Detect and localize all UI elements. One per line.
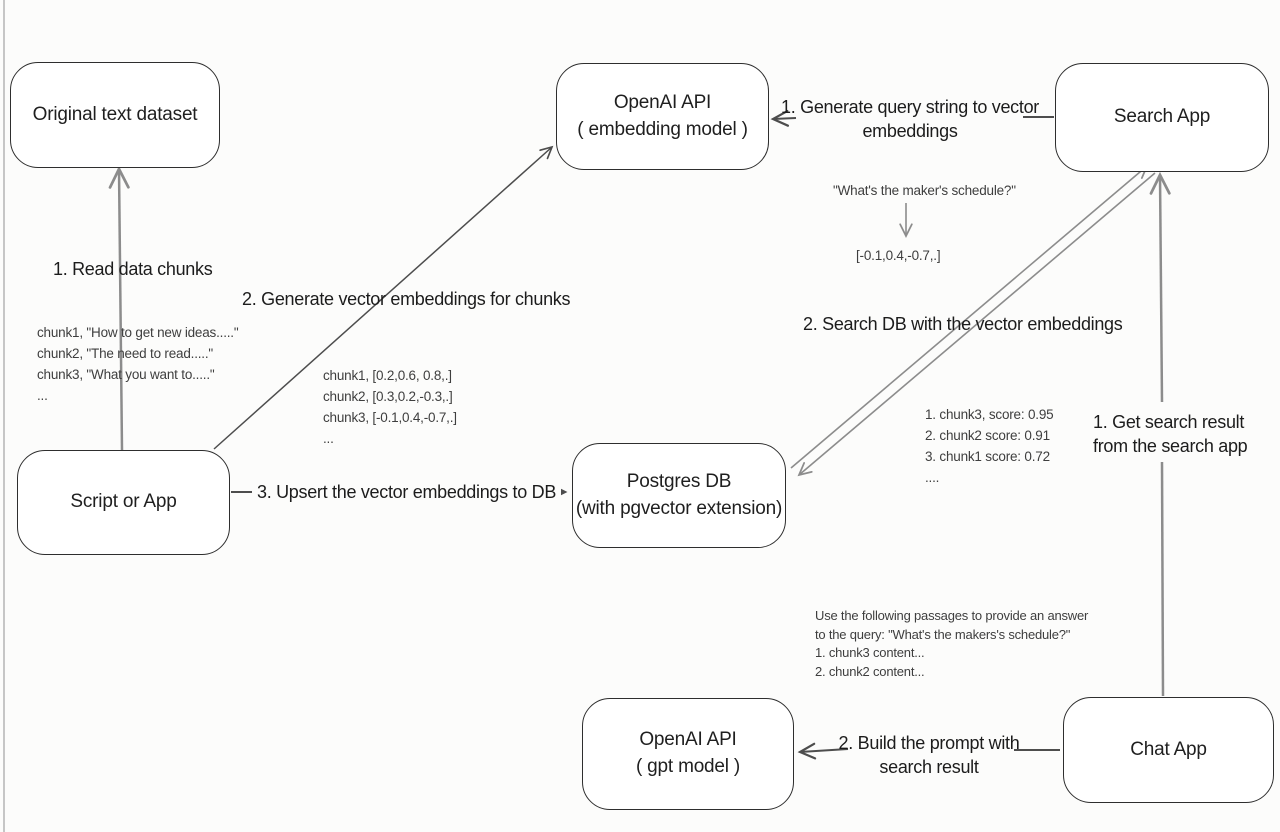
box-original-text-dataset: Original text dataset bbox=[10, 62, 220, 168]
arrow-label-build-prompt: 2. Build the prompt with search result bbox=[839, 731, 1020, 779]
annotation-chunk-vectors-line4: ... bbox=[323, 431, 334, 446]
annotation-chunk-texts-line3: chunk3, "What you want to....." bbox=[37, 367, 215, 382]
annotation-chunk-vectors-line3: chunk3, [-0.1,0.4,-0.7,.] bbox=[323, 410, 457, 425]
arrow-label-get-search-result-line2: from the search app bbox=[1093, 436, 1248, 456]
box-postgres-db-title: Postgres DB bbox=[626, 470, 732, 492]
annotation-chunk-texts-line4: ... bbox=[37, 388, 48, 403]
annotation-chunk-texts: chunk1, "How to get new ideas....." chun… bbox=[37, 322, 239, 406]
box-original-text-dataset-label: Original text dataset bbox=[32, 103, 198, 125]
annotation-query-vector: [-0.1,0.4,-0.7,.] bbox=[856, 248, 941, 263]
box-script-or-app: Script or App bbox=[17, 450, 230, 555]
box-search-app: Search App bbox=[1055, 63, 1269, 172]
annotation-search-scores-line2: 2. chunk2 score: 0.91 bbox=[925, 428, 1050, 443]
box-openai-gpt-title: OpenAI API bbox=[639, 729, 737, 751]
annotation-query-string: "What's the maker's schedule?" bbox=[833, 183, 1016, 198]
box-postgres-db-subtitle: (with pgvector extension) bbox=[575, 497, 783, 519]
arrow-label-get-search-result-line1: 1. Get search result bbox=[1093, 412, 1245, 432]
annotation-prompt-text: Use the following passages to provide an… bbox=[815, 607, 1088, 681]
arrow-label-search-db: 2. Search DB with the vector embeddings bbox=[803, 314, 1123, 334]
annotation-chunk-vectors-line2: chunk2, [0.3,0.2,-0.3,.] bbox=[323, 389, 453, 404]
arrow-label-read-data-chunks: 1. Read data chunks bbox=[53, 259, 213, 279]
arrow-label-upsert-to-db: 3. Upsert the vector embeddings to DB bbox=[252, 480, 562, 504]
annotation-chunk-texts-line1: chunk1, "How to get new ideas....." bbox=[37, 325, 239, 340]
arrow-generate-embeddings bbox=[213, 145, 554, 450]
annotation-search-scores-line3: 3. chunk1 score: 0.72 bbox=[925, 449, 1050, 464]
arrow-label-get-search-result: 1. Get search result from the search app bbox=[1093, 410, 1248, 458]
arrow-get-search-result bbox=[1149, 171, 1171, 697]
arrow-read-data-chunks bbox=[108, 165, 130, 451]
annotation-prompt-text-line3: 1. chunk3 content... bbox=[815, 645, 925, 660]
box-postgres-db: Postgres DB (with pgvector extension) bbox=[572, 443, 786, 548]
annotation-search-scores-line1: 1. chunk3, score: 0.95 bbox=[925, 407, 1054, 422]
arrow-label-build-prompt-line2: search result bbox=[879, 757, 979, 777]
arrow-build-prompt bbox=[797, 742, 1060, 760]
box-chat-app-label: Chat App bbox=[1130, 738, 1207, 760]
arrow-label-query-to-embedding-line2: embeddings bbox=[862, 121, 958, 141]
arrow-query-to-embedding bbox=[770, 109, 1054, 127]
annotation-prompt-text-line1: Use the following passages to provide an… bbox=[815, 608, 1089, 623]
box-search-app-label: Search App bbox=[1113, 106, 1211, 128]
arrow-label-build-prompt-line1: 2. Build the prompt with bbox=[838, 733, 1020, 753]
annotation-search-scores-line4: .... bbox=[925, 470, 940, 485]
annotation-chunk-vectors: chunk1, [0.2,0.6, 0.8,.] chunk2, [0.3,0.… bbox=[323, 365, 457, 449]
box-openai-embedding-subtitle: ( embedding model ) bbox=[577, 118, 748, 140]
box-openai-embedding-api: OpenAI API ( embedding model ) bbox=[556, 63, 769, 170]
arrow-label-query-to-embedding-line1: 1. Generate query string to vector bbox=[781, 97, 1039, 117]
arrow-search-db bbox=[790, 164, 1156, 477]
box-openai-gpt-subtitle: ( gpt model ) bbox=[635, 756, 741, 777]
arrow-label-generate-embeddings: 2. Generate vector embeddings for chunks bbox=[242, 289, 571, 309]
arrow-label-query-to-embedding: 1. Generate query string to vector embed… bbox=[781, 95, 1039, 143]
annotation-search-scores: 1. chunk3, score: 0.95 2. chunk2 score: … bbox=[925, 404, 1054, 488]
annotation-prompt-text-line2: to the query: "What's the makers's sched… bbox=[815, 626, 1071, 642]
box-script-or-app-label: Script or App bbox=[70, 491, 177, 513]
box-chat-app: Chat App bbox=[1063, 697, 1274, 803]
annotation-chunk-vectors-line1: chunk1, [0.2,0.6, 0.8,.] bbox=[323, 368, 452, 383]
page-edge-line bbox=[3, 0, 5, 832]
annotation-prompt-text-line4: 2. chunk2 content... bbox=[815, 663, 925, 679]
box-openai-embedding-title: OpenAI API bbox=[613, 91, 712, 113]
annotation-chunk-texts-line2: chunk2, "The need to read....." bbox=[37, 346, 213, 361]
box-openai-gpt-api: OpenAI API ( gpt model ) bbox=[582, 698, 794, 810]
